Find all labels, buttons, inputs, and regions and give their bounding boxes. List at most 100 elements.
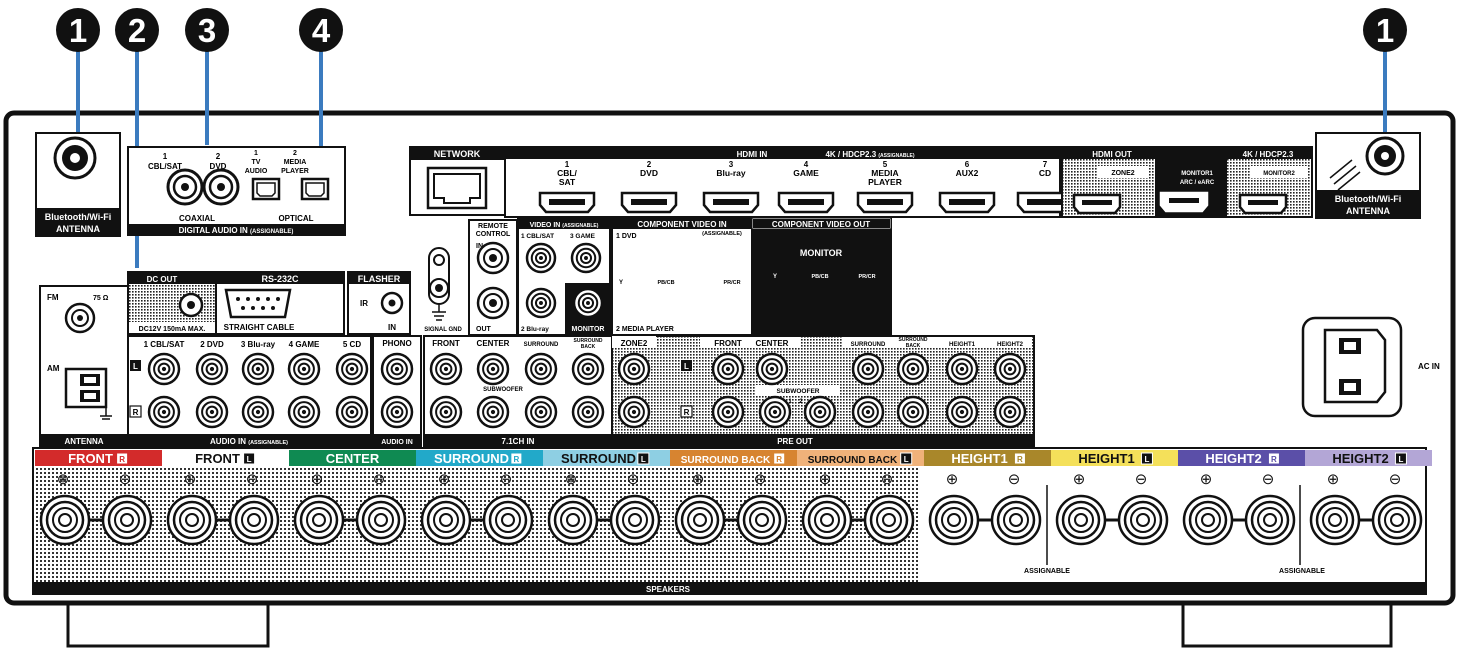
callout-3: 3 [185,8,229,52]
hdmi-in-port-6[interactable] [938,191,996,214]
hdmi-in-title: HDMI IN [737,150,768,159]
preout-jack-r-4[interactable] [993,395,1027,429]
ch71-jack-front-r[interactable] [429,395,463,429]
bt-antenna-left-jack[interactable]: Bluetooth/Wi-Fi ANTENNA [35,132,121,237]
speaker-plus-9: ⊕ [1073,471,1086,488]
speaker-terminal-1-plus[interactable] [39,494,91,546]
remote-out-jack[interactable] [476,286,510,320]
video-in-jack-game[interactable] [570,242,602,274]
video-monitor-out-jack[interactable] [572,287,604,319]
coaxial-label: COAXIAL [179,214,215,223]
speaker-minus-4: ⊖ [500,471,513,488]
speaker-terminal-8-plus[interactable] [928,494,980,546]
speaker-terminal-9-plus[interactable] [1055,494,1107,546]
flasher-ir-jack[interactable] [380,291,404,315]
phono-jack-r[interactable] [380,395,414,429]
audio-in-jack-l-2[interactable] [195,352,229,386]
speaker-channel-side-5: L [641,455,646,464]
bt-antenna-right-jack[interactable]: Bluetooth/Wi-Fi ANTENNA [1315,132,1421,219]
speaker-channel-name-1: FRONT [68,451,113,466]
preout-jack-center[interactable] [755,352,789,386]
speaker-terminal-7-minus[interactable] [863,494,915,546]
audio-in-jack-l-3[interactable] [241,352,275,386]
speaker-terminal-8-minus[interactable] [990,494,1042,546]
audio-in-jack-r-4[interactable] [287,395,321,429]
speaker-terminal-3-plus[interactable] [293,494,345,546]
hdmi-in-port-3[interactable] [702,191,760,214]
am-antenna-terminal[interactable] [64,367,112,420]
speaker-terminal-1-minus[interactable] [101,494,153,546]
speaker-terminal-7-plus[interactable] [801,494,853,546]
preout-jack-r-3[interactable] [945,395,979,429]
ch71-jack-sback-l[interactable] [571,352,605,386]
video-in-jack-bluray[interactable] [525,287,557,319]
ac-inlet[interactable] [1301,316,1403,418]
preout-jack-front-l[interactable] [711,352,745,386]
speaker-terminal-6-plus[interactable] [674,494,726,546]
audio-in-jack-r-3[interactable] [241,395,275,429]
speaker-terminal-10-plus[interactable] [1182,494,1234,546]
ch71-jack-center[interactable] [476,352,510,386]
preout-jack-l-3[interactable] [945,352,979,386]
audio-in-jack-l-4[interactable] [287,352,321,386]
rs232c-port[interactable] [224,288,292,319]
flasher-ir: IR [360,299,368,308]
ch71-jack-sback-r[interactable] [571,395,605,429]
preout-jack-r-1[interactable] [851,395,885,429]
coaxial-jack-cblsat[interactable] [166,168,204,206]
hdmi-out-monitor2-port[interactable] [1238,193,1288,215]
ch71-jack-surround-l[interactable] [524,352,558,386]
audio-in-jack-r-2[interactable] [195,395,229,429]
speaker-terminal-6-minus[interactable] [736,494,788,546]
fm-antenna-jack[interactable] [64,302,96,334]
speaker-terminal-3-minus[interactable] [355,494,407,546]
bt-antenna-left-line1: Bluetooth/Wi-Fi [45,212,111,222]
ch71-jack-subwoofer[interactable] [476,395,510,429]
hdmi-in-port-4[interactable] [777,191,835,214]
preout-jack-subwoofer-2[interactable] [803,395,837,429]
speaker-terminal-2-plus[interactable] [166,494,218,546]
speaker-terminal-4-minus[interactable] [482,494,534,546]
signal-gnd-terminal[interactable]: SIGNAL GND [424,247,462,333]
preout-jack-r-2[interactable] [896,395,930,429]
preout-jack-zone2-r[interactable] [617,395,651,429]
audio-in-jack-r-1[interactable] [147,395,181,429]
speaker-terminal-2-minus[interactable] [228,494,280,546]
optical-jack-tv-audio[interactable] [251,177,281,201]
speaker-channel-name-6: SURROUND BACK [681,455,771,466]
preout-jack-l-1[interactable] [851,352,885,386]
speaker-terminal-4-plus[interactable] [420,494,472,546]
video-in-jack-cblsat[interactable] [525,242,557,274]
hdmi-in-port-2[interactable] [620,191,678,214]
hdmi-in-port-5[interactable] [856,191,914,214]
audio-in-jack-r-5[interactable] [335,395,369,429]
dai-name-dvd: DVD [210,162,227,171]
preout-jack-l-2[interactable] [896,352,930,386]
speaker-terminal-5-minus[interactable] [609,494,661,546]
dc-out-jack[interactable] [178,292,204,318]
phono-jack-l[interactable] [380,352,414,386]
audio-in-jack-l-1[interactable] [147,352,181,386]
speaker-terminal-11-plus[interactable] [1309,494,1361,546]
network-ethernet-port[interactable] [426,166,488,210]
preout-jack-front-r[interactable] [711,395,745,429]
preout-jack-zone2-l[interactable] [617,352,651,386]
preout-jack-l-4[interactable] [993,352,1027,386]
hdmi-out-panel: HDMI OUT 4K / HDCP2.3 ZONE2 MONITOR1 ARC… [1061,146,1313,218]
speaker-terminal-9-minus[interactable] [1117,494,1169,546]
audio-in-jack-l-5[interactable] [335,352,369,386]
coaxial-jack-dvd[interactable] [202,168,240,206]
preout-jack-subwoofer-1[interactable] [758,395,792,429]
remote-in-jack[interactable] [476,241,510,275]
hdmi-in-port-1[interactable] [538,191,596,214]
ch71-jack-surround-r[interactable] [524,395,558,429]
hdmi-in-name2-1: SAT [559,177,576,187]
speaker-minus-3: ⊖ [373,471,386,488]
ch71-jack-front-l[interactable] [429,352,463,386]
speaker-terminal-11-minus[interactable] [1371,494,1423,546]
speaker-terminal-10-minus[interactable] [1244,494,1296,546]
hdmi-out-zone2-port[interactable] [1072,193,1122,215]
optical-jack-media-player[interactable] [300,177,330,201]
speaker-terminal-5-plus[interactable] [547,494,599,546]
hdmi-out-monitor1-port[interactable] [1159,191,1209,213]
